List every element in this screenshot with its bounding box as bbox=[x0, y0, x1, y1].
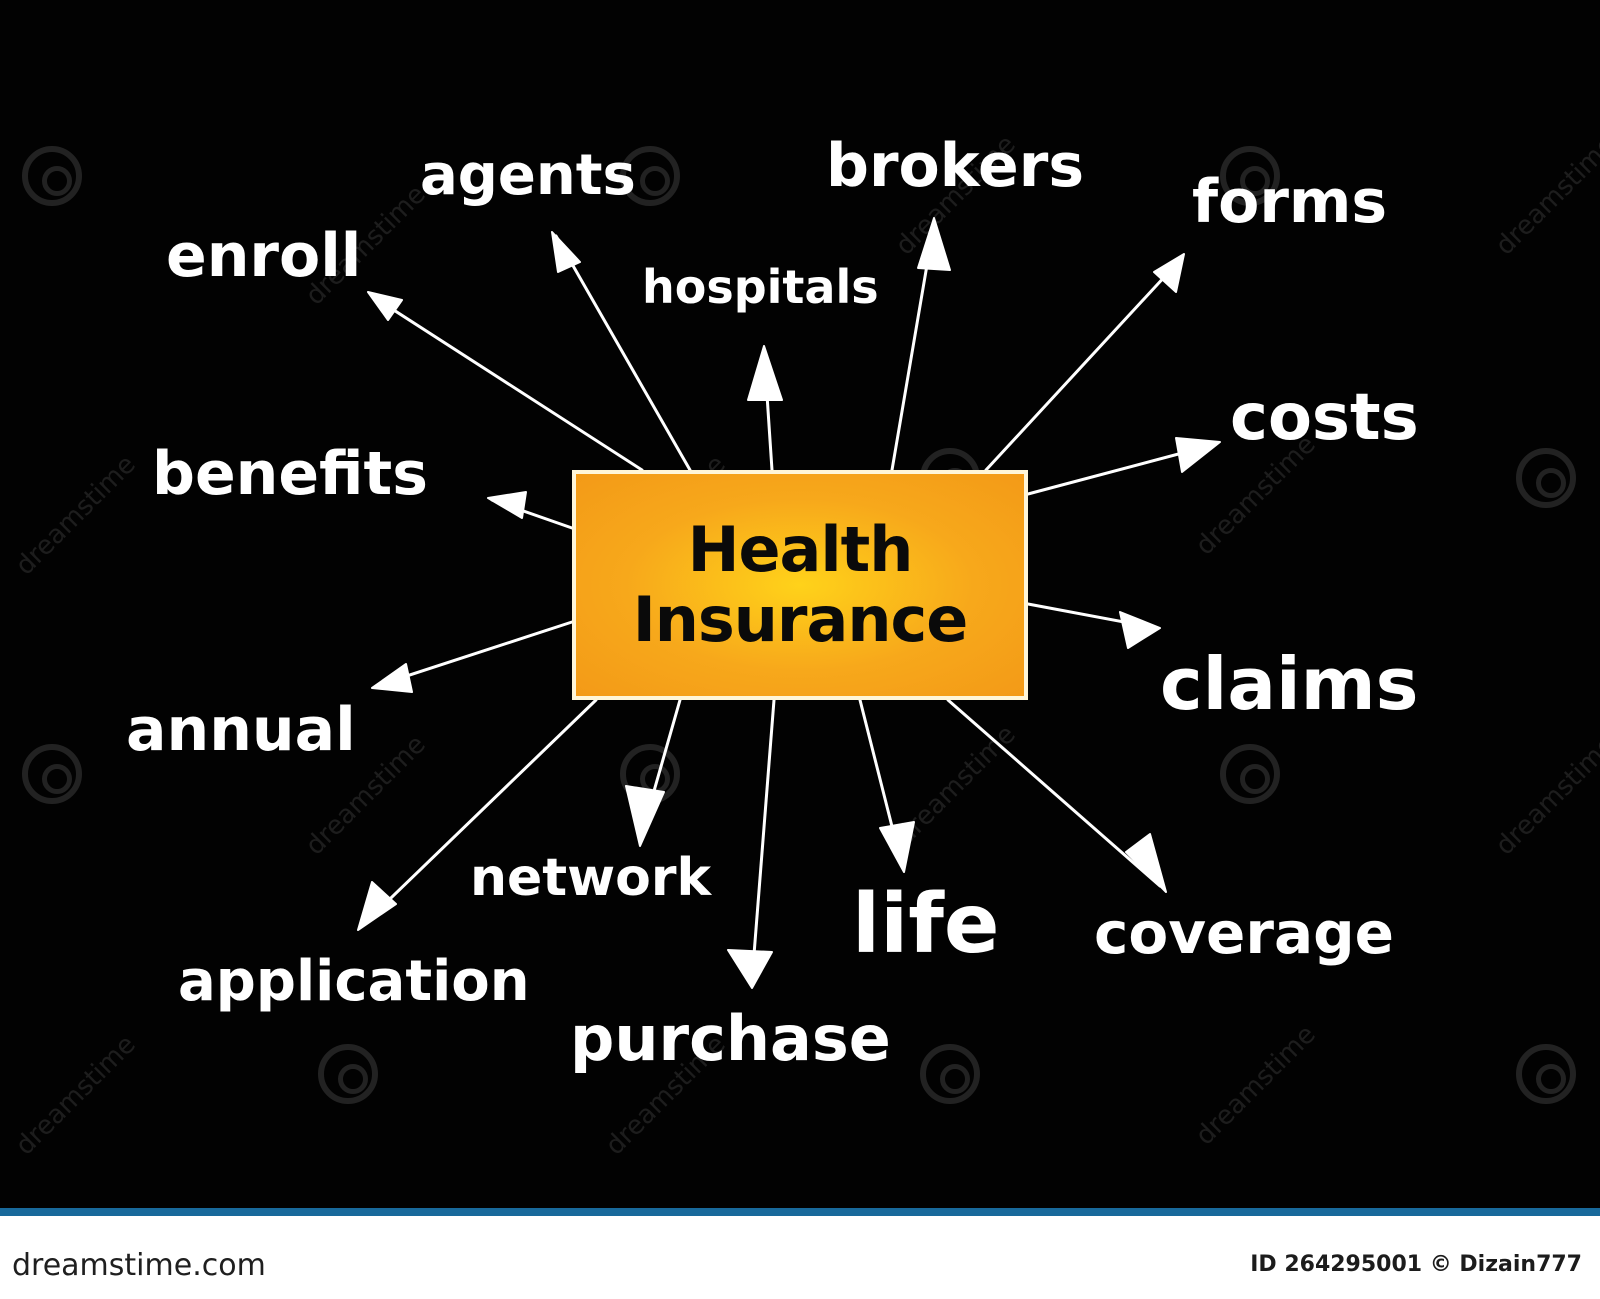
center-title-line2: Insurance bbox=[632, 583, 969, 656]
arrowhead-brokers bbox=[917, 217, 951, 271]
arrowhead-forms bbox=[1153, 253, 1185, 293]
term-benefits: benefits bbox=[152, 439, 428, 509]
arrowhead-costs bbox=[1175, 437, 1221, 473]
term-forms: forms bbox=[1192, 167, 1388, 237]
arrowhead-hospitals bbox=[747, 345, 783, 401]
watermark-logo-icon bbox=[920, 1044, 980, 1104]
arrow-application bbox=[362, 698, 598, 926]
arrowhead-purchase bbox=[727, 949, 773, 989]
watermark-logo-icon bbox=[22, 744, 82, 804]
arrow-agents bbox=[554, 234, 692, 472]
term-purchase: purchase bbox=[570, 1002, 891, 1075]
term-coverage: coverage bbox=[1094, 899, 1394, 967]
term-claims: claims bbox=[1160, 642, 1419, 726]
watermark-logo-icon bbox=[318, 1044, 378, 1104]
arrowhead-coverage bbox=[1125, 833, 1167, 893]
watermark-logo-icon bbox=[620, 146, 680, 206]
term-enroll: enroll bbox=[166, 221, 362, 291]
term-network: network bbox=[470, 848, 712, 908]
footer-credit-text: ID 264295001 © Dizain777 bbox=[1250, 1252, 1582, 1277]
center-title-line1: Health bbox=[687, 513, 914, 586]
mind-map-board: dreamstime dreamstime dreamstime dreamst… bbox=[10, 129, 1600, 1162]
term-application: application bbox=[178, 949, 530, 1014]
arrowhead-claims bbox=[1119, 611, 1161, 649]
footer-accent-bar bbox=[0, 1208, 1600, 1216]
arrowhead-application bbox=[357, 881, 397, 931]
arrowhead-network bbox=[625, 785, 665, 847]
watermark-logo-icon bbox=[22, 146, 82, 206]
arrowhead-life bbox=[879, 821, 915, 873]
arrow-coverage bbox=[946, 698, 1162, 888]
watermark-logo-icon bbox=[1220, 744, 1280, 804]
arrow-enroll bbox=[370, 294, 644, 472]
term-costs: costs bbox=[1230, 381, 1419, 455]
watermark-logo-icon bbox=[1516, 1044, 1576, 1104]
watermark-logo-icon bbox=[1220, 146, 1280, 206]
term-hospitals: hospitals bbox=[642, 260, 879, 314]
term-brokers: brokers bbox=[826, 131, 1085, 201]
arrowhead-annual bbox=[371, 663, 413, 693]
term-life: life bbox=[852, 877, 1000, 972]
connector-arrows bbox=[357, 217, 1221, 989]
term-annual: annual bbox=[126, 695, 356, 765]
watermark-logo-icon bbox=[1516, 448, 1576, 508]
arrow-purchase bbox=[750, 698, 776, 982]
term-agents: agents bbox=[420, 143, 636, 208]
arrowhead-benefits bbox=[487, 491, 527, 519]
arrow-forms bbox=[984, 258, 1182, 472]
center-node: Health Insurance bbox=[572, 470, 1028, 700]
footer-logo-text[interactable]: dreamstime.com bbox=[12, 1248, 266, 1283]
arrowhead-enroll bbox=[367, 291, 403, 321]
footer: dreamstime.com ID 264295001 © Dizain777 bbox=[0, 1208, 1600, 1299]
arrowhead-agents bbox=[551, 231, 581, 273]
